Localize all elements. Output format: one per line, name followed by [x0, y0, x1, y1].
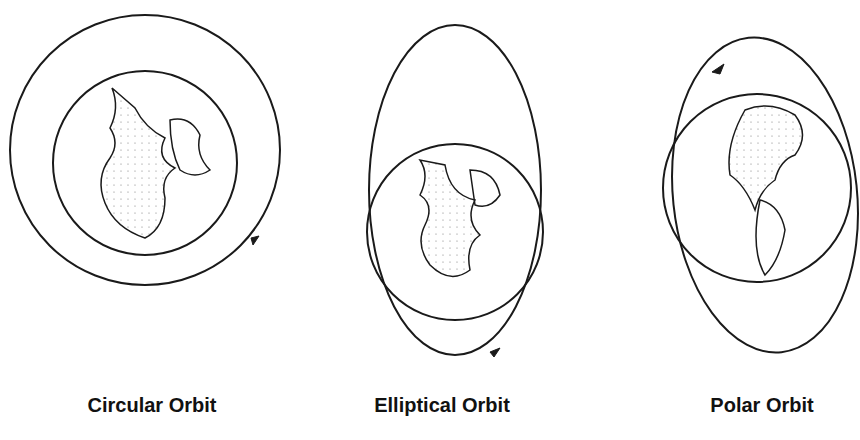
- continent-outline: [729, 106, 803, 210]
- earth-globe: [53, 71, 237, 255]
- elliptical-orbit-path: [369, 25, 541, 355]
- orbit-label: Polar Orbit: [710, 394, 813, 417]
- earth-globe: [663, 94, 851, 282]
- continent-outline: [470, 170, 500, 206]
- continent-outline: [101, 88, 175, 238]
- orbit-direction-arrow: [251, 236, 259, 245]
- earth-globe: [367, 144, 543, 320]
- orbit-direction-arrow: [490, 348, 500, 357]
- orbit-direction-arrow: [712, 64, 724, 74]
- circular-orbit-path: [10, 15, 280, 285]
- continent-outline: [756, 200, 785, 275]
- polar-orbit-path: [657, 28, 860, 362]
- orbit-label: Elliptical Orbit: [374, 394, 510, 417]
- orbit-label: Circular Orbit: [88, 394, 217, 417]
- continent-outline: [170, 119, 210, 175]
